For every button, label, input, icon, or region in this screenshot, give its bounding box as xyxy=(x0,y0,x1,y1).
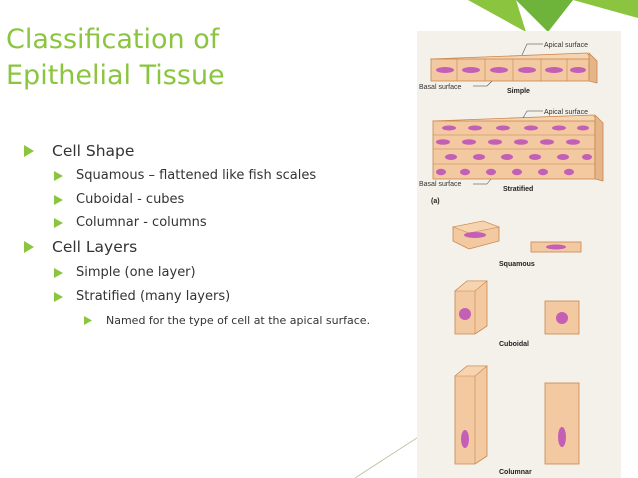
bullet-arrow-icon xyxy=(54,292,63,302)
bullet-text: Squamous – flattened like fish scales xyxy=(76,168,317,183)
bullet-arrow-icon xyxy=(24,241,34,253)
epithelial-figure: Apical surface Basal surface Simple xyxy=(417,31,621,478)
slide-title: Classification of Epithelial Tissue xyxy=(6,22,306,94)
label-squamous: Squamous xyxy=(499,261,535,268)
label-basal-surface-1: Basal surface xyxy=(419,84,462,91)
bullet-columnar: Columnar - columns xyxy=(54,215,207,230)
label-basal-surface-2: Basal surface xyxy=(419,181,462,188)
cuboidal-cell-diagram xyxy=(454,280,580,335)
title-line-2: Epithelial Tissue xyxy=(6,60,225,91)
label-columnar: Columnar xyxy=(499,469,532,476)
label-apical-surface-2: Apical surface xyxy=(544,109,588,116)
bullet-text: Cell Layers xyxy=(52,238,138,256)
squamous-cell-diagram xyxy=(451,220,582,253)
title-line-1: Classification of xyxy=(6,24,220,55)
label-cuboidal: Cuboidal xyxy=(499,341,529,348)
bullet-stratified: Stratified (many layers) xyxy=(54,289,230,304)
label-panel-a: (a) xyxy=(431,198,440,205)
bullet-cell-layers: Cell Layers xyxy=(24,238,137,256)
bullet-arrow-icon xyxy=(54,195,63,205)
bullet-text: Columnar - columns xyxy=(76,215,207,230)
bullet-text: Cell Shape xyxy=(52,142,135,160)
label-apical-surface-1: Apical surface xyxy=(544,42,588,49)
bullet-text: Simple (one layer) xyxy=(76,265,196,280)
epithelial-illustration: Apical surface Basal surface Simple xyxy=(419,42,604,476)
bullet-arrow-icon xyxy=(54,268,63,278)
bullet-named-for: Named for the type of cell at the apical… xyxy=(84,314,370,327)
corner-decoration xyxy=(468,0,638,32)
bullet-text: Cuboidal - cubes xyxy=(76,192,185,207)
bullet-arrow-icon xyxy=(54,171,63,181)
bullet-text: Named for the type of cell at the apical… xyxy=(106,314,371,327)
columnar-cell-diagram xyxy=(454,365,580,465)
bullet-cell-shape: Cell Shape xyxy=(24,142,134,160)
label-stratified: Stratified xyxy=(503,186,533,193)
simple-epithelium-diagram xyxy=(430,43,598,87)
bullet-arrow-icon xyxy=(24,145,34,157)
bullet-text: Stratified (many layers) xyxy=(76,289,231,304)
bullet-arrow-icon xyxy=(54,218,63,228)
stratified-epithelium-diagram xyxy=(432,110,604,185)
label-simple: Simple xyxy=(507,88,530,95)
bullet-simple: Simple (one layer) xyxy=(54,265,196,280)
bullet-squamous: Squamous – flattened like fish scales xyxy=(54,168,316,183)
bullet-cuboidal: Cuboidal - cubes xyxy=(54,192,184,207)
bullet-arrow-icon xyxy=(84,316,92,325)
